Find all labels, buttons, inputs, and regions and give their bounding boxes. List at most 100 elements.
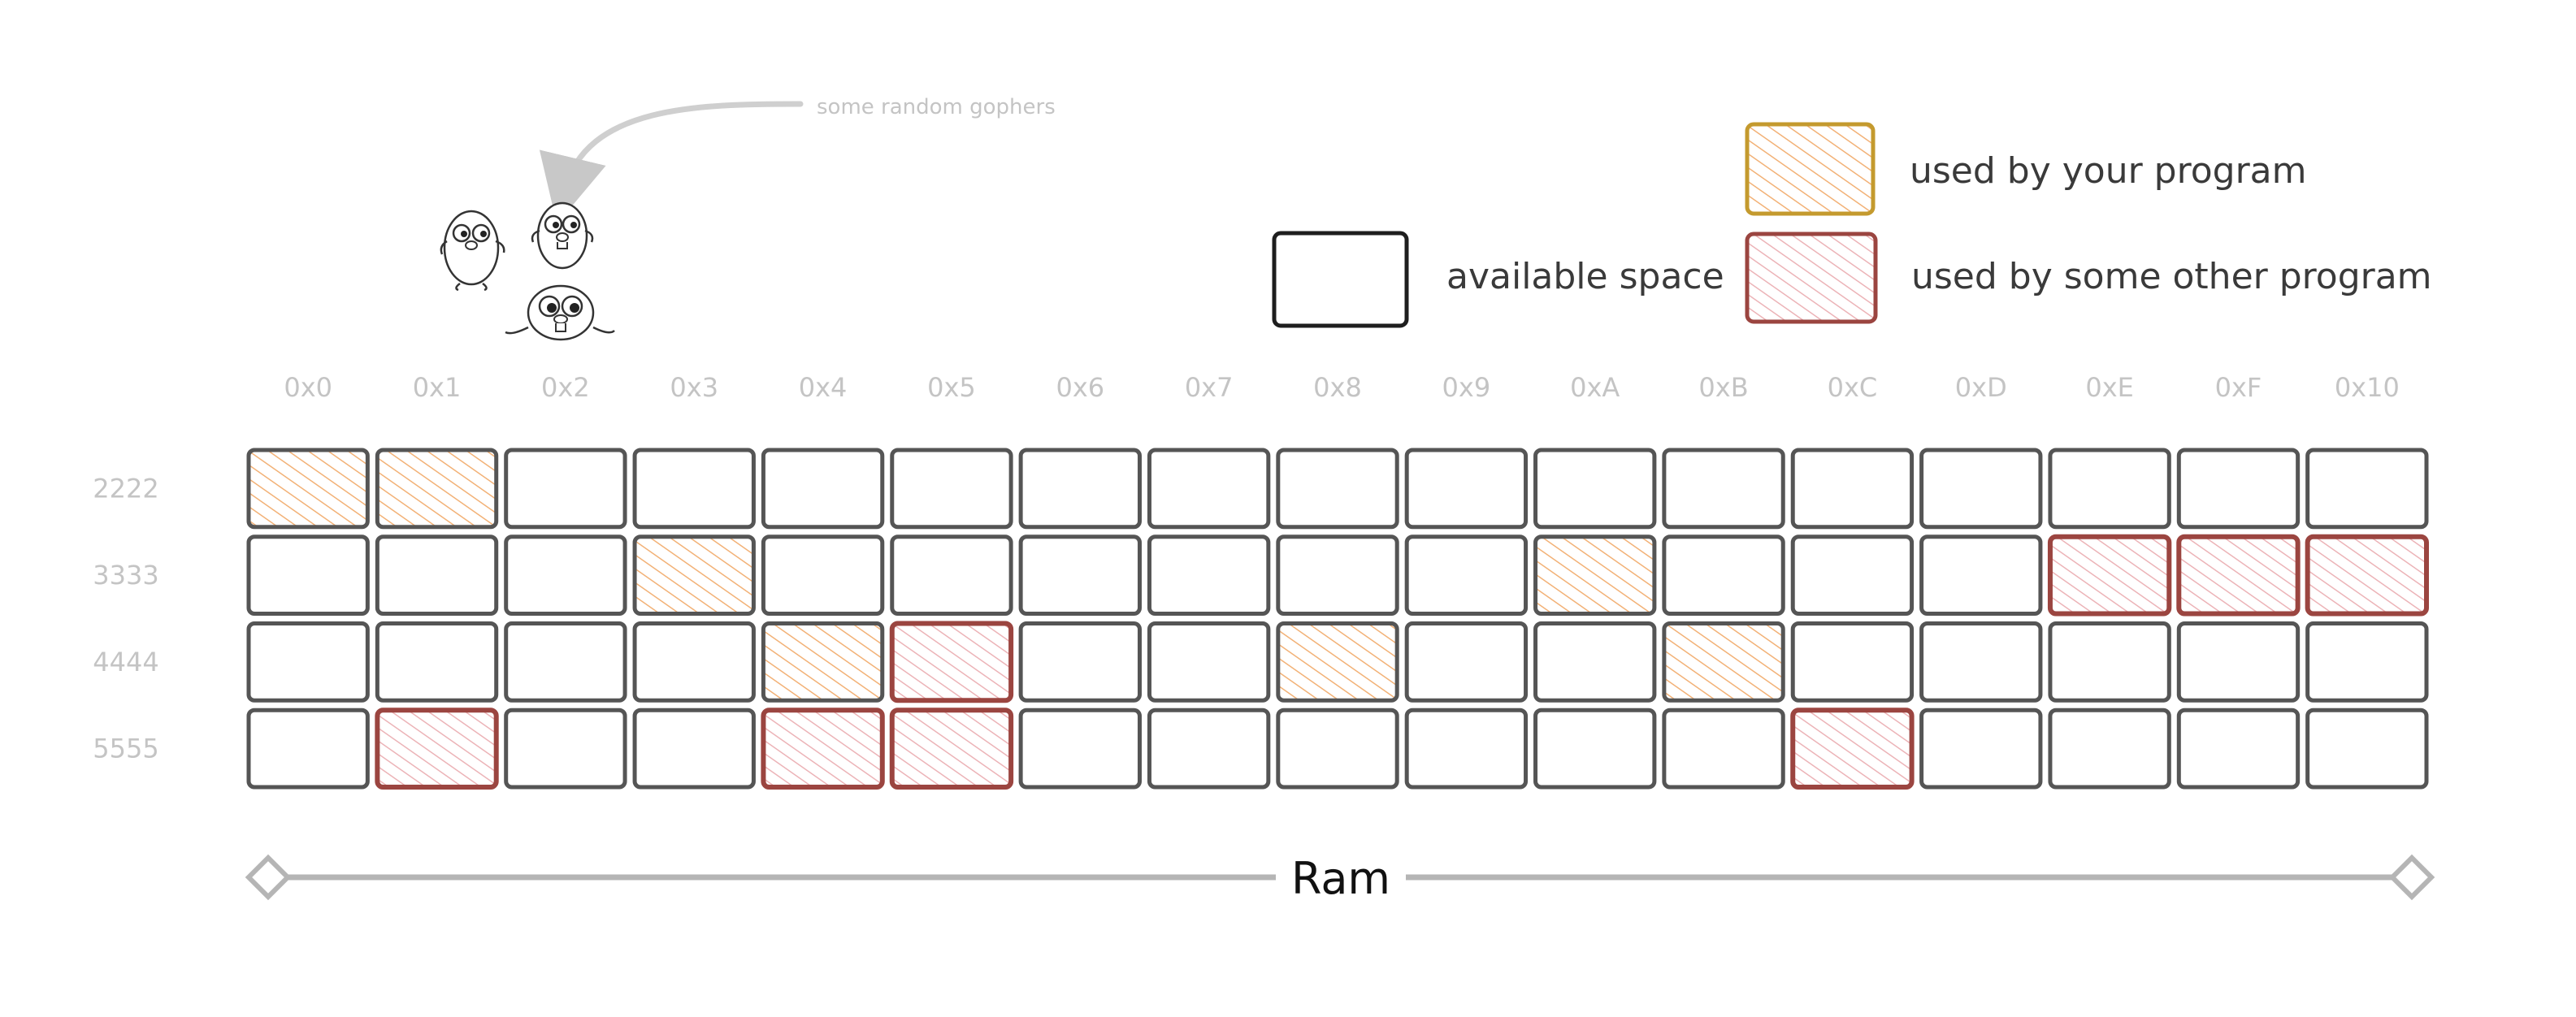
column-label: 0x5 [927,372,976,403]
column-label: 0x10 [2335,372,2400,403]
memory-cell-yours [1276,621,1399,703]
legend-available-swatch [1272,231,1409,328]
gopher-icon [531,201,594,270]
memory-cell-free [1276,448,1399,530]
row-labels: 2222 3333 4444 5555 [93,473,158,764]
legend-yours-swatch [1745,122,1876,216]
memory-cell-free [1662,534,1785,616]
memory-cell-free [1147,708,1271,790]
memory-cell-free [1790,534,1915,616]
memory-cell-free [761,534,885,616]
memory-cell-other [1790,708,1915,790]
memory-cell-free [1533,621,1657,703]
column-label: 0x1 [413,372,462,403]
memory-cell-free [1919,534,2043,616]
column-label: 0x3 [670,372,718,403]
memory-cell-free [1790,448,1915,530]
column-label: 0x7 [1185,372,1234,403]
annotation-text: some random gophers [817,95,1056,119]
memory-cell-free [1147,448,1271,530]
memory-cell-free [1018,448,1142,530]
memory-cell-free [2048,708,2171,790]
memory-cell-other [375,708,499,790]
memory-cell-yours [375,448,499,530]
memory-cell-other [2305,534,2429,617]
memory-cell-free [1404,621,1529,703]
column-label: 0xB [1698,372,1748,403]
memory-cell-free [1276,708,1399,790]
memory-cell-free [2305,448,2429,530]
memory-cell-yours [1533,534,1657,616]
memory-cell-free [1147,621,1271,703]
memory-cell-free [504,534,627,616]
memory-cell-free [1533,448,1657,530]
memory-cell-free [2176,621,2301,703]
column-label: 0x4 [799,372,848,403]
memory-cell-free [632,708,756,790]
memory-cell-free [1018,534,1142,616]
memory-cell-other [761,708,885,790]
annotation-arrow [539,101,804,224]
memory-cell-yours [246,448,370,530]
column-label: 0x8 [1313,372,1362,403]
column-label: 0x0 [284,372,332,403]
legend-other-swatch [1745,232,1878,324]
memory-cell-other [2047,534,2172,617]
memory-cell-free [2048,621,2171,703]
memory-cell-free [2048,448,2171,530]
memory-cell-free [2305,708,2429,790]
memory-cell-other [889,708,1014,790]
memory-cell-yours [632,534,756,616]
memory-cell-free [632,448,756,530]
column-labels: 0x0 0x1 0x2 0x3 0x4 0x5 0x6 0x7 0x8 0x9 0xA 0xB 0xC 0… [284,372,2399,403]
row-label: 3333 [93,560,158,591]
memory-cell-yours [1662,621,1785,703]
memory-cell-free [246,621,370,703]
memory-cell-free [1919,621,2043,703]
memory-cell-free [1018,621,1142,703]
gopher-icon [440,210,505,292]
memory-cell-free [890,448,1013,530]
memory-cell-other [889,621,1014,703]
memory-cell-free [1404,534,1529,616]
legend-other-label: used by some other program [1911,256,2432,297]
memory-cell-free [375,534,499,616]
gopher-icon [505,284,615,341]
memory-cell-free [375,621,499,703]
column-label: 0x2 [541,372,590,403]
memory-cell-free [1919,708,2043,790]
column-label: 0xC [1828,372,1878,403]
column-label: 0xF [2215,372,2262,403]
row-label: 5555 [93,734,158,764]
memory-cell-free [1662,708,1785,790]
memory-cell-free [1790,621,1915,703]
memory-cell-free [632,621,756,703]
memory-cell-free [1404,708,1529,790]
memory-cell-free [2176,448,2301,530]
ram-label-bg [1276,845,1406,910]
row-label: 4444 [93,647,158,677]
legend-available-label: available space [1446,256,1724,297]
memory-cell-yours [761,621,885,703]
ram-axis-right-diamond [2388,854,2435,901]
memory-cell-free [761,448,885,530]
legend-yours-label: used by your program [1910,150,2307,192]
memory-cell-free [1018,708,1142,790]
column-label: 0x9 [1442,372,1491,403]
column-label: 0xE [2085,372,2134,403]
memory-cell-free [1147,534,1271,616]
memory-grid [246,448,2429,790]
row-label: 2222 [93,473,158,504]
column-label: 0xA [1570,372,1620,403]
memory-cell-free [1276,534,1399,616]
memory-cell-free [246,534,370,616]
memory-cell-free [504,708,627,790]
column-label: 0x6 [1056,372,1104,403]
ram-axis-left-diamond [245,854,292,901]
memory-cell-free [1662,448,1785,530]
memory-cell-free [1533,708,1657,790]
column-label: 0xD [1955,372,2007,403]
memory-cell-free [246,708,370,790]
memory-cell-free [1919,448,2043,530]
